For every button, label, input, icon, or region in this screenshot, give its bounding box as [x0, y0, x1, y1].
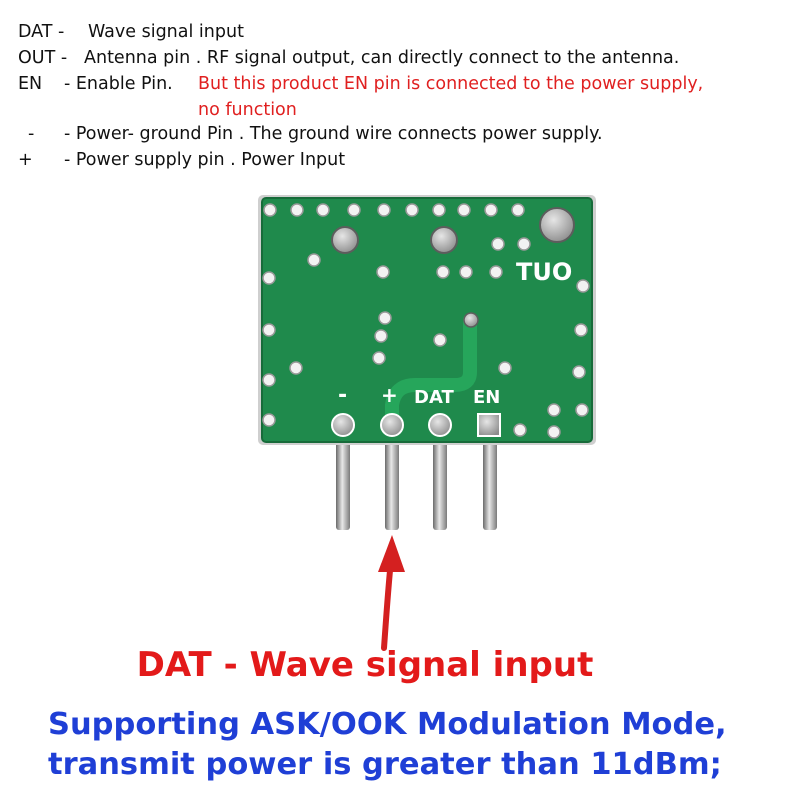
silk-dat-label: DAT	[414, 387, 454, 408]
pin-name: +	[18, 150, 33, 170]
mounting-pads	[331, 207, 575, 328]
silkscreen-labels: TUO - + DAT EN	[338, 258, 572, 408]
pin-name: OUT -	[18, 48, 68, 68]
header-pins	[336, 434, 497, 530]
antenna-pad	[539, 207, 575, 243]
pin-description: - Enable Pin.	[64, 74, 173, 94]
header-pin-en	[483, 434, 497, 530]
header-pin-ground	[336, 434, 350, 530]
header-pin-power	[385, 434, 399, 530]
pin-name: EN	[18, 74, 43, 94]
pcb-board	[262, 198, 592, 442]
header-pin-dat	[433, 434, 447, 530]
pcb-trace	[385, 313, 477, 432]
caption-line-1: Supporting ASK/OOK Modulation Mode,	[48, 707, 727, 742]
pin-name: -	[28, 124, 35, 144]
caption-title: DAT - Wave signal input	[136, 645, 594, 685]
pin-pads	[331, 413, 501, 437]
silk-en-label: EN	[473, 387, 500, 408]
pin-description: Wave signal input	[88, 22, 244, 42]
pin-description: - Power supply pin . Power Input	[64, 150, 346, 170]
via-holes	[262, 203, 590, 439]
pin-name: DAT -	[18, 22, 65, 42]
silk-plus-label: +	[381, 383, 398, 407]
pin-description: - Power- ground Pin . The ground wire co…	[64, 124, 603, 144]
caption-line-2: transmit power is greater than 11dBm;	[48, 747, 722, 782]
pin-note: But this product EN pin is connected to …	[198, 74, 704, 94]
pin-note-continued: no function	[198, 100, 297, 120]
silk-out-label: TUO	[516, 258, 572, 286]
silk-minus-label: -	[338, 383, 347, 408]
pin-description: Antenna pin . RF signal output, can dire…	[84, 48, 680, 68]
dat-pointer-arrow	[378, 535, 405, 651]
